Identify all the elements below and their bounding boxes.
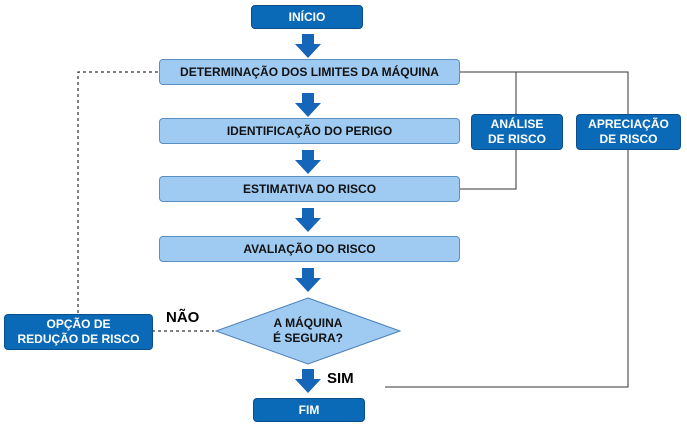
decision-line-2: É SEGURA? [272,331,343,345]
assessment-bracket-line [385,71,629,388]
risk-analysis-line-2: DE RISCO [487,132,546,146]
risk-assessment-line-2: DE RISCO [599,132,658,146]
decision-line-1: A MÁQUINA [273,316,343,330]
step-machine-limits: DETERMINAÇÃO DOS LIMITES DA MÁQUINA [159,59,460,85]
risk-reduction-line-1: OPÇÃO DE [46,317,111,331]
risk-assessment-line-1: APRECIAÇÃO [588,117,669,131]
step-risk-evaluation-label: AVALIAÇÃO DO RISCO [243,241,376,256]
step-risk-estimation: ESTIMATIVA DO RISCO [159,176,460,202]
down-arrow-icon [295,150,321,174]
step-risk-evaluation: AVALIAÇÃO DO RISCO [159,236,460,262]
start-label: INÍCIO [288,9,326,24]
risk-reduction-line-2: REDUÇÃO DE RISCO [17,332,140,346]
risk-reduction-box: OPÇÃO DE REDUÇÃO DE RISCO [4,314,153,350]
down-arrow-icon [295,208,321,232]
feedback-dashed-line [77,71,160,313]
yes-label: SIM [327,370,354,387]
down-arrow-icon [295,369,321,393]
start-node: INÍCIO [251,5,363,29]
down-arrow-icon [295,34,321,58]
risk-analysis-line-1: ANÁLISE [490,117,544,131]
step-machine-limits-label: DETERMINAÇÃO DOS LIMITES DA MÁQUINA [180,64,439,79]
down-arrow-icon [295,93,321,117]
step-hazard-identification: IDENTIFICAÇÃO DO PERIGO [159,118,460,144]
risk-analysis-box: ANÁLISE DE RISCO [471,114,563,150]
down-arrow-icon [295,268,321,292]
end-node: FIM [253,398,365,422]
end-label: FIM [298,402,320,417]
decision-diamond [214,297,402,365]
step-hazard-identification-label: IDENTIFICAÇÃO DO PERIGO [226,123,393,138]
risk-assessment-box: APRECIAÇÃO DE RISCO [576,114,681,150]
no-label: NÃO [166,309,200,326]
decision-text: A MÁQUINA É SEGURA? [246,314,370,348]
step-risk-estimation-label: ESTIMATIVA DO RISCO [242,181,377,196]
